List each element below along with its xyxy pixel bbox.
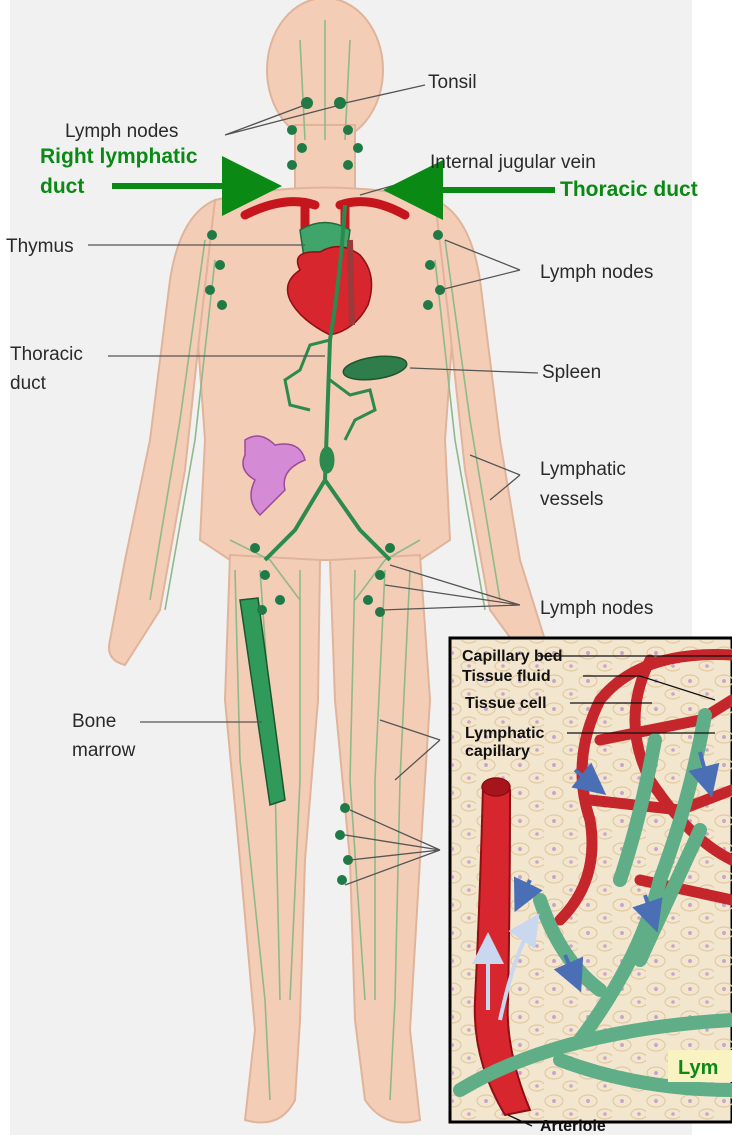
- label-tonsil: Tonsil: [428, 72, 477, 93]
- inset-label-tissue-cell: Tissue cell: [465, 695, 547, 712]
- label-lymphatic-vessels-line1: Lymphatic: [540, 459, 626, 480]
- inset-label-lymphatic-capillary-line2: capillary: [465, 743, 530, 760]
- label-lymph-nodes-neck: Lymph nodes: [65, 121, 178, 142]
- label-thoracic-duct-green: Thoracic duct: [560, 178, 698, 201]
- inset-label-tissue-fluid: Tissue fluid: [462, 668, 551, 685]
- label-spleen: Spleen: [542, 362, 601, 383]
- label-thymus: Thymus: [6, 236, 74, 257]
- label-bone-marrow-line2: marrow: [72, 740, 136, 761]
- label-internal-jugular-vein: Internal jugular vein: [430, 152, 596, 173]
- inset-label-lym-partial: Lym: [678, 1057, 718, 1079]
- label-thoracic-duct-line1: Thoracic: [10, 344, 83, 365]
- label-lymph-nodes-inguinal: Lymph nodes: [540, 598, 653, 619]
- capillary-inset: Capillary bed Tissue fluid Tissue cell L…: [450, 638, 732, 1135]
- label-right-lymphatic-duct-line2: duct: [40, 175, 84, 198]
- label-bone-marrow-line1: Bone: [72, 711, 116, 732]
- label-lymphatic-vessels-line2: vessels: [540, 489, 603, 510]
- label-thoracic-duct-line2: duct: [10, 373, 47, 394]
- label-right-lymphatic-duct-line1: Right lymphatic: [40, 145, 198, 168]
- inset-label-arteriole: Arteriole: [540, 1118, 606, 1135]
- inset-label-lymphatic-capillary-line1: Lymphatic: [465, 725, 545, 742]
- label-lymph-nodes-axillary: Lymph nodes: [540, 262, 653, 283]
- inset-label-capillary-bed: Capillary bed: [462, 648, 562, 665]
